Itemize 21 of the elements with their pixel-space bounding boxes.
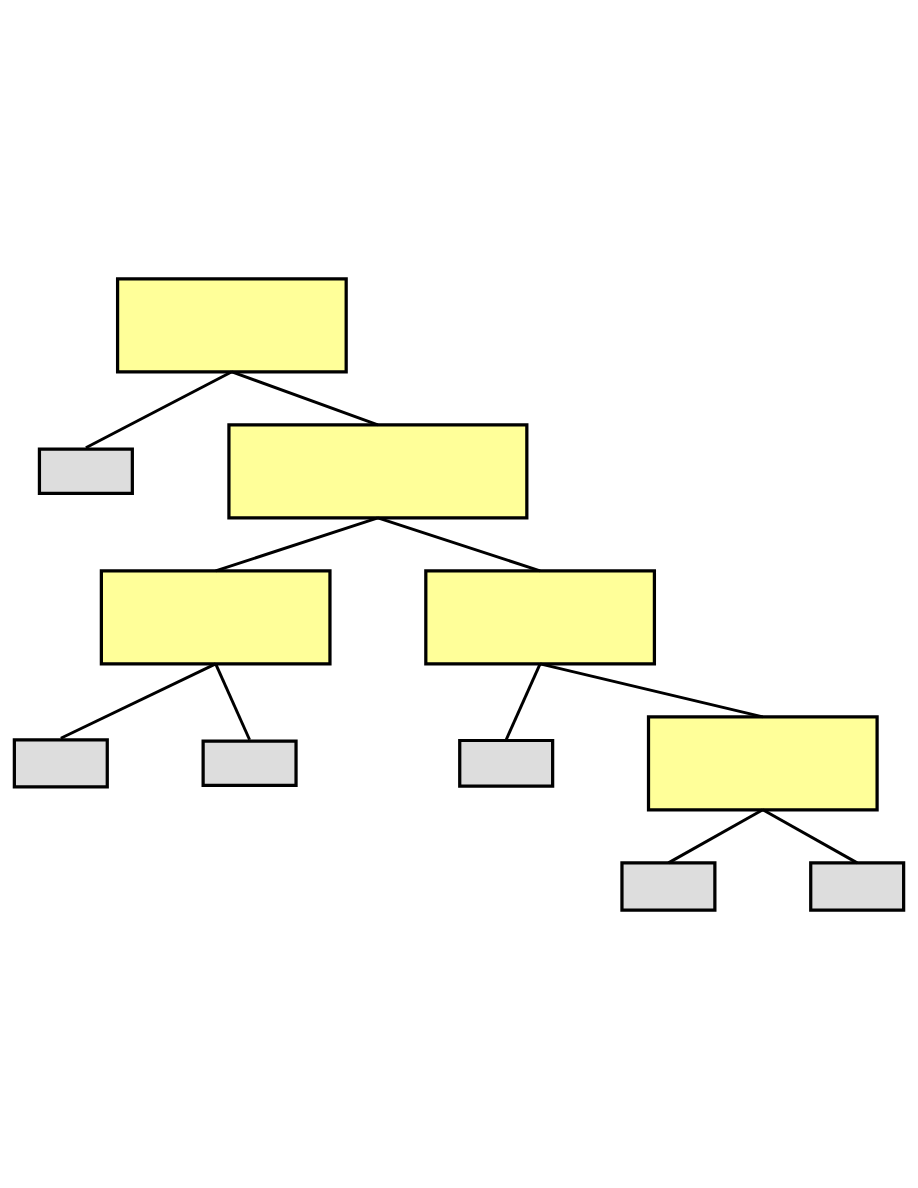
connector [60,662,217,740]
node-box [620,860,717,912]
connector [504,662,542,740]
node-box [227,422,529,519]
node-box [458,738,555,788]
node-box [37,447,134,495]
node-box [201,739,298,787]
node-box [424,568,657,665]
connector [231,369,379,426]
connector [214,662,251,740]
node-box [99,568,332,665]
connector [667,808,764,864]
connector [539,661,764,718]
connector [215,515,379,572]
node-box [115,276,348,373]
node-box [12,737,109,789]
connector [762,808,858,864]
connector [85,370,233,449]
node-box [809,860,906,912]
connector [377,515,541,572]
node-box [646,714,879,811]
